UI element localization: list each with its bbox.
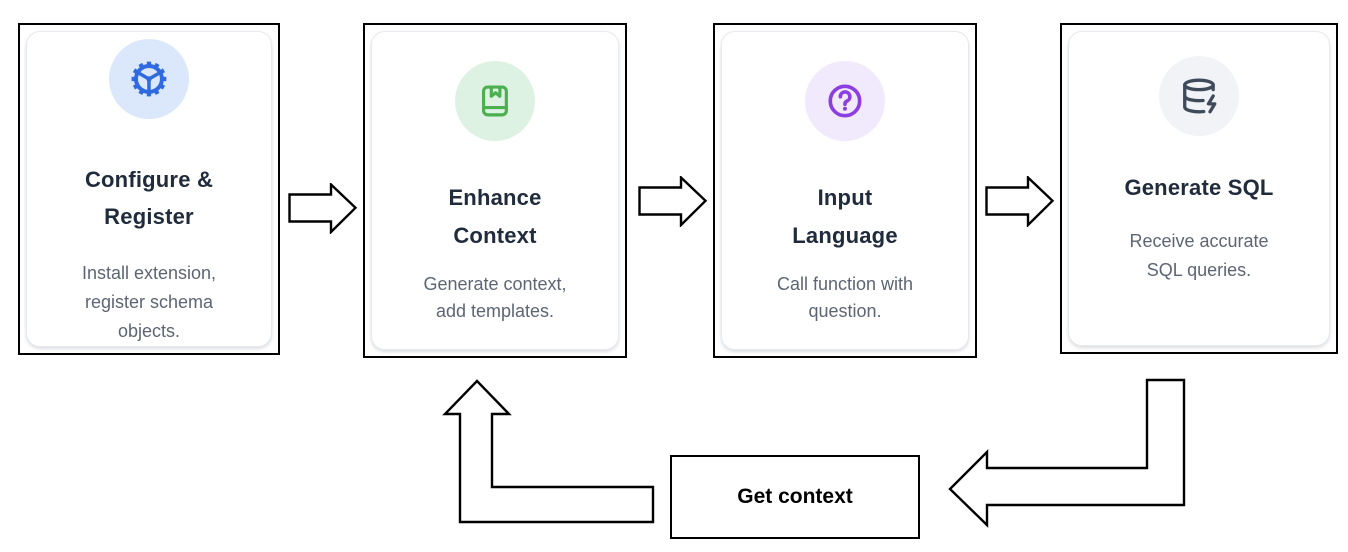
step-title: Generate SQL xyxy=(1124,175,1274,200)
step-title: Input Language xyxy=(792,185,898,248)
step-card-generate-sql: Generate SQL Receive accurate SQL querie… xyxy=(1060,23,1338,354)
arrow-right-icon xyxy=(288,183,358,234)
card-surface: Enhance Context Generate context, add te… xyxy=(371,31,619,350)
get-context-box: Get context xyxy=(670,455,920,539)
step-card-input-language: Input Language Call function with questi… xyxy=(713,23,977,358)
step-description: Generate context, add templates. xyxy=(423,274,567,321)
step-description: Install extension, register schema objec… xyxy=(81,263,217,341)
card-surface: Generate SQL Receive accurate SQL querie… xyxy=(1068,31,1330,346)
book-bookmark-icon xyxy=(455,61,535,141)
step-card-enhance-context: Enhance Context Generate context, add te… xyxy=(363,23,627,358)
elbow-arrow-up-icon xyxy=(442,379,655,524)
database-zap-icon xyxy=(1159,56,1239,136)
step-title: Configure & Register xyxy=(84,167,214,229)
arrow-right-icon xyxy=(985,176,1055,227)
card-surface: Input Language Call function with questi… xyxy=(721,31,969,350)
step-description: Call function with question. xyxy=(776,274,914,321)
step-description: Receive accurate SQL queries. xyxy=(1129,231,1269,280)
card-surface: Configure & Register Install extension, … xyxy=(26,31,272,347)
circle-question-icon xyxy=(805,61,885,141)
step-title: Enhance Context xyxy=(448,185,542,248)
arrow-right-icon xyxy=(638,176,708,227)
gear-icon xyxy=(109,39,189,119)
step-card-configure-register: Configure & Register Install extension, … xyxy=(18,23,280,355)
get-context-label: Get context xyxy=(737,485,853,508)
elbow-arrow-left-icon xyxy=(948,378,1186,528)
